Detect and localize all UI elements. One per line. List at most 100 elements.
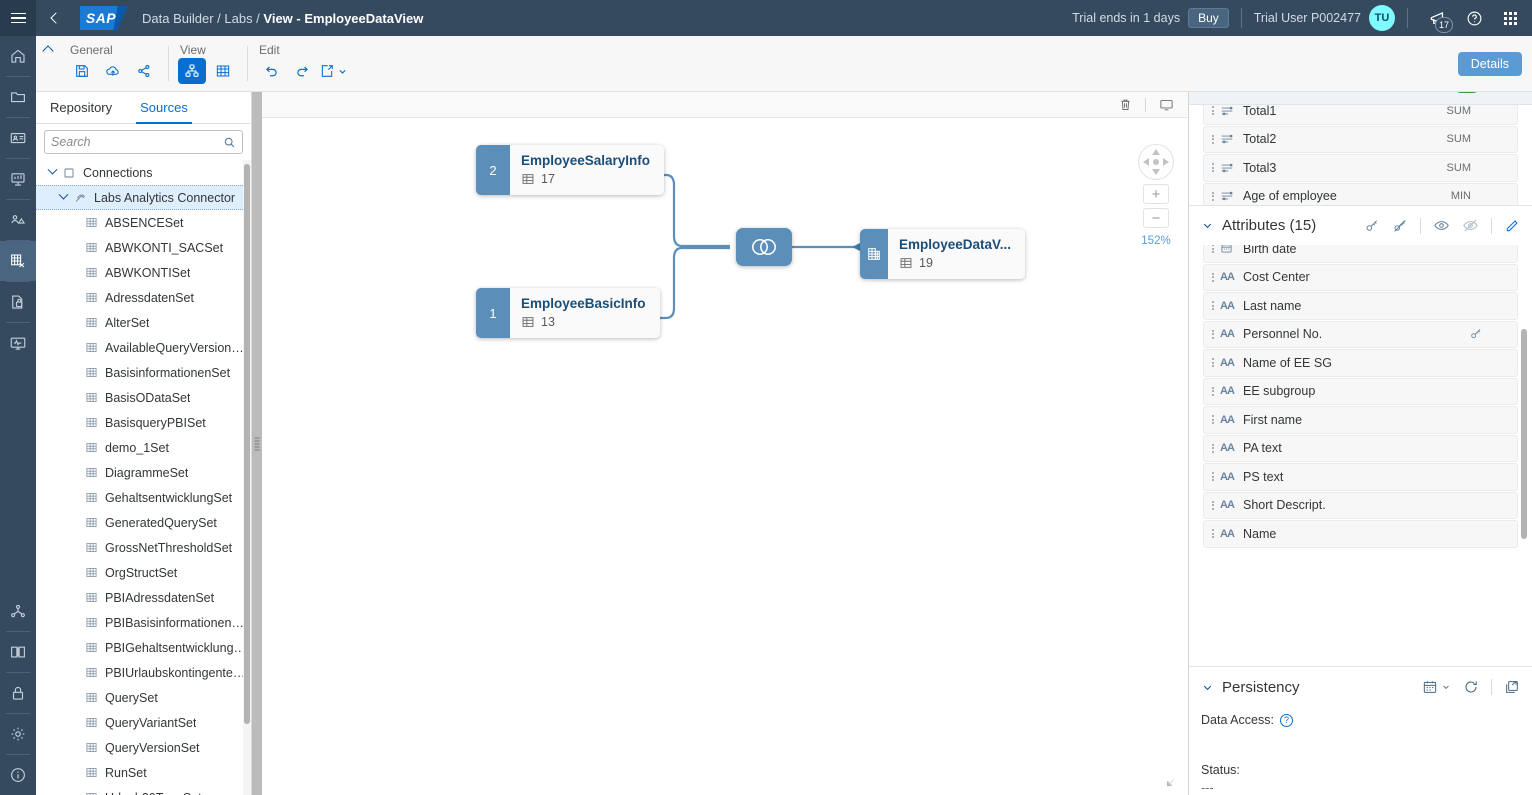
chevron-down-icon[interactable] [55,189,71,201]
search-box[interactable] [44,130,243,154]
drag-handle-icon[interactable] [1212,529,1214,539]
join-node[interactable] [736,228,792,266]
tree-item[interactable]: DiagrammeSet [36,460,251,485]
attribute-row[interactable]: Birth date [1203,245,1518,263]
rail-item-files[interactable] [0,77,36,117]
rail-item-info[interactable] [0,755,36,795]
chevron-down-icon[interactable] [44,164,60,176]
tree-item[interactable]: QueryVariantSet [36,710,251,735]
drag-handle-icon[interactable] [1212,443,1214,453]
tab-repository[interactable]: Repository [50,100,113,115]
help-icon[interactable] [1456,0,1492,36]
deploy-button[interactable] [99,58,127,84]
rail-item-learning[interactable] [0,632,36,672]
tree-item[interactable]: ABSENCESet [36,210,251,235]
drag-handle-icon[interactable] [1212,301,1214,311]
tree-item[interactable]: PBIUrlaubskontingenteSet [36,660,251,685]
export-button[interactable] [319,58,347,84]
rail-item-monitor[interactable] [0,323,36,363]
pan-compass-icon[interactable] [1138,144,1174,180]
sidebar-scrollbar-thumb[interactable] [244,164,250,724]
details-button[interactable]: Details [1457,51,1522,76]
rail-item-data-builder[interactable] [0,241,36,281]
drag-handle-icon[interactable] [1212,358,1214,368]
notifications-button[interactable]: 17 [1420,0,1456,36]
drag-handle-icon[interactable] [1212,415,1214,425]
drag-handle-icon[interactable] [1212,329,1214,339]
rail-item-home[interactable] [0,36,36,76]
drag-handle-icon[interactable] [1212,191,1214,201]
tree-item[interactable]: AdressdatenSet [36,285,251,310]
eye-off-icon[interactable] [1462,217,1479,234]
zoom-in-button[interactable]: + [1143,184,1169,204]
tree-item[interactable]: QuerySet [36,685,251,710]
diagram-node-salary[interactable]: 2 EmployeeSalaryInfo 17 [476,145,665,195]
tree-item[interactable]: BasisinformationenSet [36,360,251,385]
panel-splitter[interactable] [252,92,262,795]
attributes-scrollbar-track[interactable] [1520,245,1528,666]
undo-button[interactable] [257,58,285,84]
pencil-icon[interactable] [1504,218,1520,234]
tree-item[interactable]: Connections [36,160,251,185]
graphical-view-button[interactable] [178,58,206,84]
tree-item[interactable]: BasisODataSet [36,385,251,410]
diagram-node-basic[interactable]: 1 EmployeeBasicInfo 13 [476,288,660,338]
tree-item[interactable]: GrossNetThresholdSet [36,535,251,560]
rail-item-catalog[interactable] [0,118,36,158]
zoom-out-button[interactable]: − [1143,208,1169,228]
diagram-canvas[interactable]: 2 EmployeeSalaryInfo 17 1 EmployeeBasicI… [262,118,1188,795]
share-button[interactable] [130,58,158,84]
help-icon[interactable]: ? [1279,713,1293,727]
search-input[interactable] [51,135,223,149]
drag-handle-icon[interactable] [1212,245,1214,254]
tree-item[interactable]: Labs Analytics Connector [36,185,251,210]
key-disabled-icon[interactable] [1392,218,1408,234]
toolbar-collapse-button[interactable] [36,36,58,91]
splitter-grip[interactable] [254,437,260,450]
refresh-icon[interactable] [1463,679,1479,695]
calendar-icon[interactable] [1422,679,1451,695]
tree-item[interactable]: RunSet [36,760,251,785]
tree-item[interactable]: GeneratedQuerySet [36,510,251,535]
rail-item-settings[interactable] [0,714,36,754]
table-view-button[interactable] [209,58,237,84]
drag-handle-icon[interactable] [1212,106,1214,116]
tree-item[interactable]: ABWKONTISet [36,260,251,285]
tree-item[interactable]: AlterSet [36,310,251,335]
drag-handle-icon[interactable] [1212,272,1214,282]
rail-item-security[interactable] [0,673,36,713]
chevron-down-icon[interactable] [1201,219,1214,232]
open-external-icon[interactable] [1504,679,1520,695]
key-icon[interactable] [1364,218,1380,234]
diagram-node-output[interactable]: EmployeeDataV... 19 [860,229,1026,279]
resize-corner-icon[interactable] [1164,775,1178,789]
tree-item[interactable]: PBIAdressdatenSet [36,585,251,610]
chevron-down-icon[interactable] [1201,681,1214,694]
avatar[interactable]: TU [1369,5,1395,31]
app-grid-icon[interactable] [1492,0,1528,36]
save-button[interactable] [68,58,96,84]
tree-item[interactable]: PBIBasisinformationenSet [36,610,251,635]
tree-item[interactable]: demo_1Set [36,435,251,460]
buy-button[interactable]: Buy [1188,8,1229,28]
tree-item[interactable]: BasisqueryPBISet [36,410,251,435]
rail-item-data-access[interactable] [0,282,36,322]
hamburger-icon[interactable] [0,0,36,36]
attributes-scrollbar-thumb[interactable] [1521,329,1527,539]
tree-item[interactable]: GehaltsentwicklungSet [36,485,251,510]
rail-item-marketplace[interactable] [0,200,36,240]
